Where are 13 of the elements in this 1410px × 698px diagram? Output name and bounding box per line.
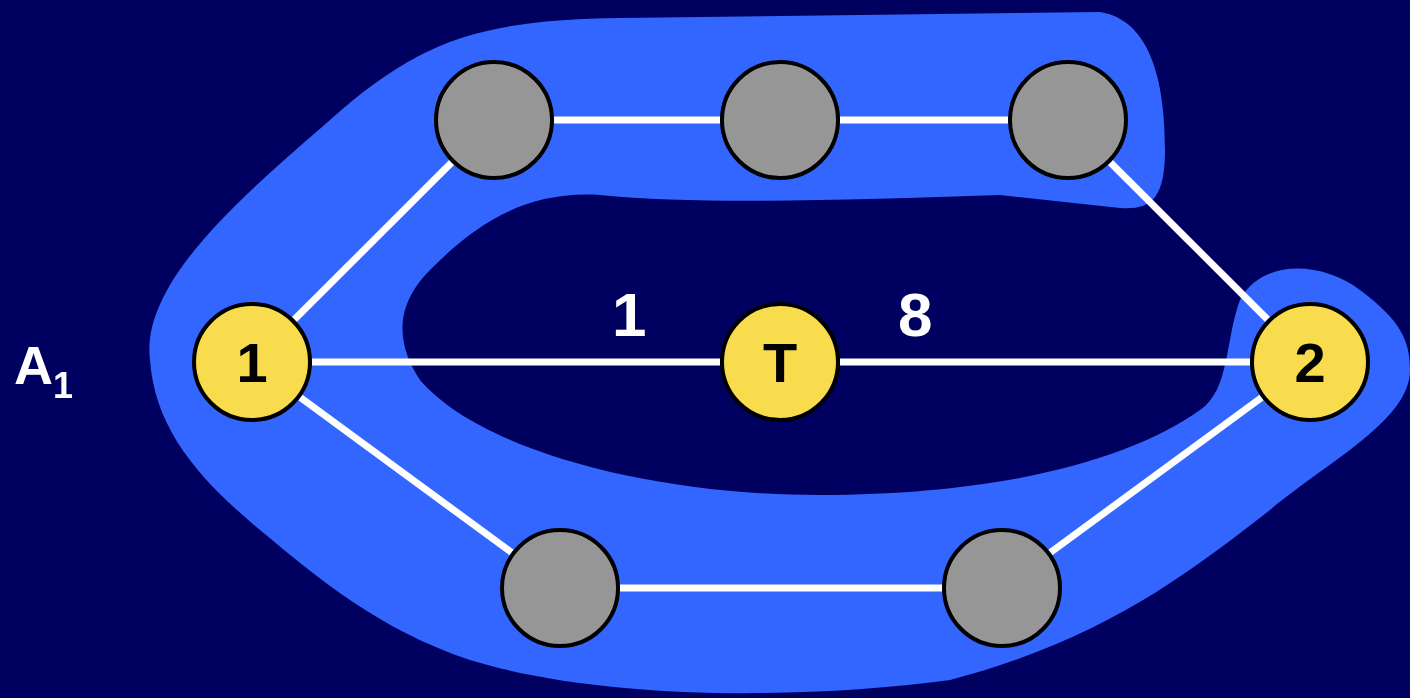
edge-line bbox=[840, 116, 1008, 124]
edge-label: 1 bbox=[612, 284, 647, 346]
set-label: A$_{1}$ bbox=[14, 338, 74, 404]
edge-line bbox=[554, 116, 720, 124]
edge-line bbox=[620, 584, 942, 592]
edge-line bbox=[312, 358, 720, 366]
edge-line bbox=[291, 159, 455, 323]
vertex-circle: T bbox=[720, 302, 840, 422]
edge-label: 8 bbox=[898, 284, 933, 346]
edge-line bbox=[840, 358, 1250, 366]
edge-line bbox=[1107, 159, 1271, 323]
edge-line bbox=[298, 394, 514, 556]
edge-line bbox=[1048, 394, 1264, 556]
